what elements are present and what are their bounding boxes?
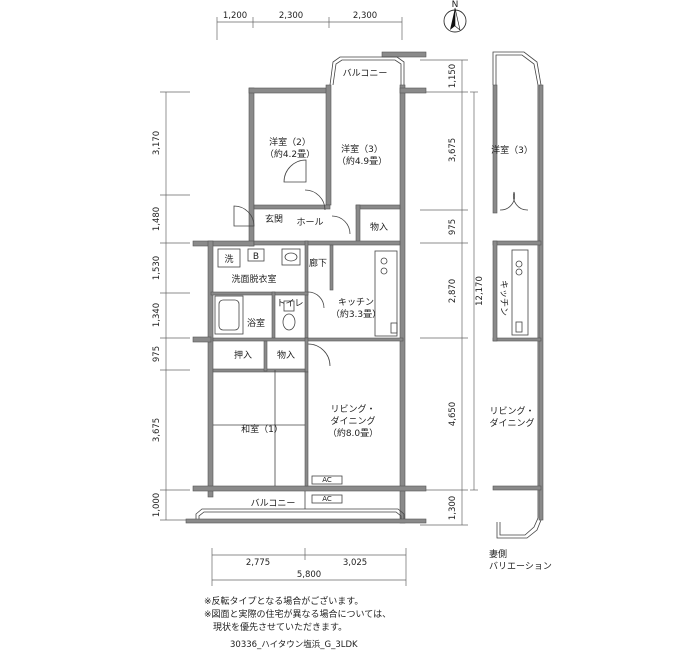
- left-dimension-line: 3,170 1,480 1,530 1,340 975 3,675 1,000: [152, 91, 190, 521]
- variation-living-1: リビング・: [489, 405, 534, 417]
- dim-left-4: 1,530: [152, 256, 162, 280]
- western-room-3-label: 洋室（3）: [341, 143, 383, 155]
- washroom-label: 洗面脱衣室: [231, 273, 276, 285]
- japanese-room-label: 和室（1）: [241, 423, 283, 435]
- right-dimension-line: 1,150 3,675 975 2,870 4,650 1,300 12,170: [420, 59, 485, 526]
- dim-left-7: 3,675: [152, 418, 162, 442]
- dim-top-1: 1,200: [223, 11, 247, 21]
- living-label-1: リビング・: [330, 403, 375, 415]
- dim-left-6: 975: [152, 346, 162, 362]
- dim-left-2: 3,170: [152, 131, 162, 155]
- kitchen-area: （約3.3畳）: [331, 308, 381, 320]
- closet-label: 押入: [234, 349, 252, 361]
- storage-mid-label: 物入: [277, 349, 295, 361]
- western-room-3-area: （約4.9畳）: [337, 155, 387, 167]
- bath-label: 浴室: [247, 317, 265, 329]
- balcony-top-label: バルコニー: [343, 68, 388, 79]
- note-3: 現状を優先させていただきます。: [204, 623, 348, 633]
- dim-right-1: 3,675: [448, 138, 458, 162]
- wash-mark: 洗: [224, 253, 233, 265]
- entrance-label: 玄関: [265, 213, 283, 225]
- ac-label-1: AC: [322, 476, 332, 484]
- living-area: （約8.0畳）: [328, 427, 378, 439]
- dim-right-total: 12,170: [475, 276, 485, 306]
- plan-code: 30336_ハイタウン塩浜_G_3LDK: [230, 640, 358, 650]
- dim-top-2: 2,300: [279, 11, 303, 21]
- dim-left-8: 1,000: [152, 493, 162, 517]
- storage-top-label: 物入: [370, 221, 388, 233]
- north-label: N: [452, 0, 459, 10]
- north-arrow-icon: N: [443, 0, 467, 33]
- variation-plan: 洋室（3） キッチン リビング・ ダイニング: [489, 51, 544, 539]
- top-dimension-line: 1,200 2,300 2,300: [216, 11, 403, 40]
- kitchen-label: キッチン: [338, 297, 374, 308]
- fixtures: [213, 248, 398, 504]
- dim-right-2: 975: [448, 219, 458, 235]
- ac-label-2: AC: [322, 495, 332, 503]
- balcony-bottom-label: バルコニー: [251, 498, 296, 509]
- dim-right-5: 1,300: [448, 496, 458, 520]
- bottom-dimension-line: 2,775 3,025 5,800: [211, 548, 407, 586]
- hall-label: ホール: [296, 217, 323, 228]
- variation-caption-1: 妻側: [489, 550, 508, 560]
- dim-right-4: 4,650: [448, 402, 458, 426]
- western-room-2-label: 洋室（2）: [269, 136, 311, 148]
- note-1: ※反転タイプとなる場合がございます。: [204, 597, 364, 607]
- dim-right-top: 1,150: [448, 64, 458, 88]
- living-label-2: ダイニング: [330, 415, 375, 427]
- corridor-label: 廊下: [309, 257, 327, 269]
- western-room-2-area: （約4.2畳）: [265, 148, 315, 160]
- main-plan-walls: [185, 51, 427, 524]
- dim-top-3: 2,300: [353, 11, 377, 21]
- b-mark: B: [253, 252, 259, 262]
- variation-caption-2: バリエーション: [489, 562, 552, 572]
- variation-western-3: 洋室（3）: [491, 144, 533, 156]
- variation-kitchen: キッチン: [498, 280, 509, 316]
- variation-living-2: ダイニング: [489, 417, 534, 429]
- toilet-label: トイレ: [276, 299, 303, 309]
- door-swings: [233, 159, 351, 367]
- note-2: ※図面と実際の住宅が異なる場合については、: [204, 610, 392, 620]
- dim-left-3: 1,480: [152, 207, 162, 231]
- dim-bottom-2: 3,025: [343, 558, 367, 568]
- dim-bottom-total: 5,800: [297, 570, 321, 580]
- room-labels: バルコニー 洋室（2） （約4.2畳） 洋室（3） （約4.9畳） 玄関 ホール…: [224, 68, 388, 509]
- dim-left-5: 1,340: [152, 303, 162, 327]
- dim-right-3: 2,870: [448, 279, 458, 303]
- dim-bottom-1: 2,775: [246, 558, 270, 568]
